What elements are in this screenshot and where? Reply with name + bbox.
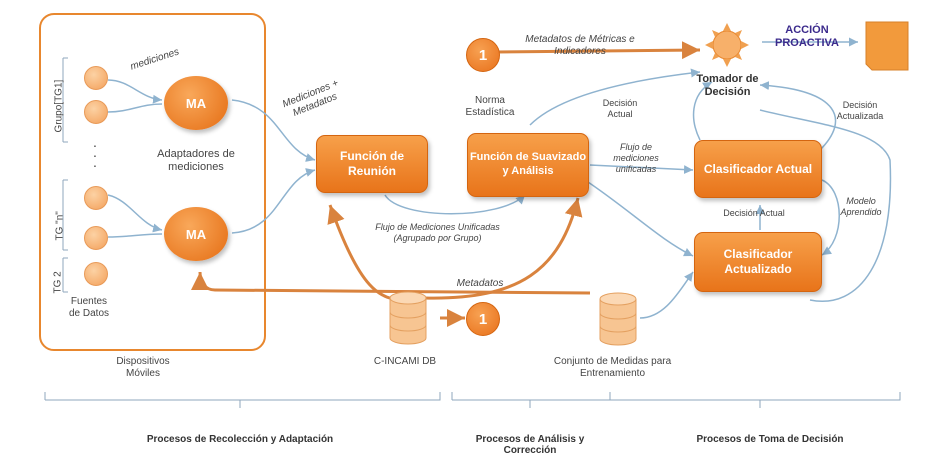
sensor-icon — [84, 226, 108, 250]
training-database-icon — [599, 292, 637, 346]
label-adaptadores: Adaptadores de mediciones — [157, 148, 235, 174]
step-number-badge: 1 — [466, 38, 500, 72]
group-label-tg1: Grupo[TG1] — [53, 79, 65, 133]
label-cincami-db: C-INCAMI DB — [373, 356, 437, 367]
label-fuentes-datos: Fuentes de Datos — [68, 296, 110, 319]
label-flujo-agrupado: Flujo de Mediciones Unificadas (Agrupado… — [375, 222, 500, 243]
label-metadatos: Metadatos — [456, 278, 504, 289]
sensor-icon — [84, 100, 108, 124]
label-dispositivos-moviles: Dispositivos Móviles — [116, 356, 170, 379]
label-tomador-decision: Tomador de Decisión — [696, 73, 759, 99]
sun-icon — [705, 23, 749, 67]
label-conjunto-medidas: Conjunto de Medidas para Entrenamiento — [553, 356, 672, 379]
measurement-adapter-1: MA — [164, 76, 228, 130]
clasificador-actual-box: Clasificador Actual — [694, 140, 822, 198]
label-decision-actualizada: Decisión Actualizada — [836, 100, 884, 121]
label-procesos-decision: Procesos de Toma de Decisión — [696, 434, 844, 445]
label-decision-actual: Decisión Actual — [602, 98, 638, 119]
document-icon — [865, 21, 909, 71]
label-flujo-unificadas: Flujo de mediciones unificadas — [613, 142, 659, 174]
group-label-tgn: TG "n" — [54, 211, 66, 241]
group-label-tg2: TG 2 — [52, 271, 64, 294]
label-decision-actual-mid: Decisión Actual — [723, 208, 785, 218]
funcion-suavizado-box: Función de Suavizado y Análisis — [467, 133, 589, 197]
label-accion-proactiva: ACCIÓN PROACTIVA — [775, 24, 839, 50]
label-procesos-recoleccion: Procesos de Recolección y Adaptación — [146, 434, 334, 445]
label-metadatos-metricas: Metadatos de Métricas e Indicadores — [525, 34, 635, 57]
sensor-icon — [84, 66, 108, 90]
label-procesos-analisis: Procesos de Análisis y Corrección — [475, 434, 585, 456]
label-modelo-aprendido: Modelo Aprendido — [840, 196, 882, 217]
measurement-adapter-2: MA — [164, 207, 228, 261]
mobile-devices-frame — [39, 13, 266, 351]
database-icon — [389, 291, 427, 345]
label-norma-estadistica: Norma Estadística — [465, 95, 515, 118]
sensor-icon — [84, 262, 108, 286]
funcion-reunion-box: Función de Reunión — [316, 135, 428, 193]
step-number-badge: 1 — [466, 302, 500, 336]
sensor-icon — [84, 186, 108, 210]
ellipsis: ··· — [92, 137, 98, 173]
clasificador-actualizado-box: Clasificador Actualizado — [694, 232, 822, 292]
